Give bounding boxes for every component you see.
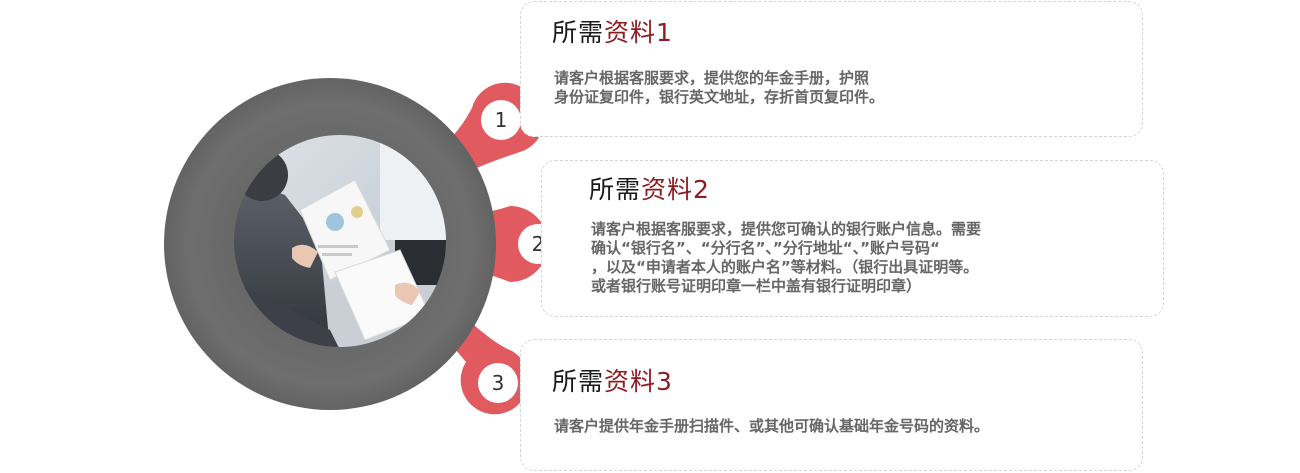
step-number-1: 1	[495, 108, 508, 132]
card-title-3: 所需资料3	[552, 367, 673, 397]
card-title-prefix: 所需	[552, 18, 605, 47]
card-line: ，以及“申请者本人的账户名”等材料。（银行出具证明等。	[591, 258, 979, 276]
card-line: 身份证复印件，银行英文地址，存折首页复印件。	[554, 88, 885, 106]
card-title-2: 所需资料2	[589, 175, 710, 205]
businessman-reading-documents-photo	[234, 135, 446, 347]
card-line: 或者银行账号证明印章一栏中盖有银行证明印章）	[591, 277, 922, 295]
card-title-prefix: 所需	[552, 367, 605, 396]
card-line: 请客户根据客服要求，提供您的年金手册，护照	[554, 69, 870, 87]
card-body-1: 请客户根据客服要求，提供您的年金手册，护照 身份证复印件，银行英文地址，存折首页…	[554, 69, 884, 107]
card-title-accent: 资料2	[641, 175, 710, 204]
card-title-1: 所需资料1	[552, 18, 673, 48]
step-bubble-1: 1	[481, 100, 521, 140]
card-line: 确认“银行名”、“分行名”、”分行地址“、”账户号码“	[591, 239, 940, 257]
requirement-card-1: 所需资料1 请客户根据客服要求，提供您的年金手册，护照 身份证复印件，银行英文地…	[520, 1, 1143, 137]
card-body-3: 请客户提供年金手册扫描件、或其他可确认基础年金号码的资料。	[554, 417, 989, 436]
card-title-accent: 资料3	[604, 367, 673, 396]
card-title-prefix: 所需	[589, 175, 642, 204]
step-bubble-3: 3	[478, 363, 518, 403]
step-number-3: 3	[492, 371, 505, 395]
card-body-2: 请客户根据客服要求，提供您可确认的银行账户信息。需要 确认“银行名”、“分行名”…	[591, 220, 981, 296]
card-title-accent: 资料1	[604, 18, 673, 47]
card-line: 请客户根据客服要求，提供您可确认的银行账户信息。需要	[591, 220, 982, 238]
card-line: 请客户提供年金手册扫描件、或其他可确认基础年金号码的资料。	[554, 417, 990, 435]
requirement-card-3: 所需资料3 请客户提供年金手册扫描件、或其他可确认基础年金号码的资料。	[520, 339, 1143, 471]
requirement-card-2: 所需资料2 请客户根据客服要求，提供您可确认的银行账户信息。需要 确认“银行名”…	[541, 160, 1164, 317]
